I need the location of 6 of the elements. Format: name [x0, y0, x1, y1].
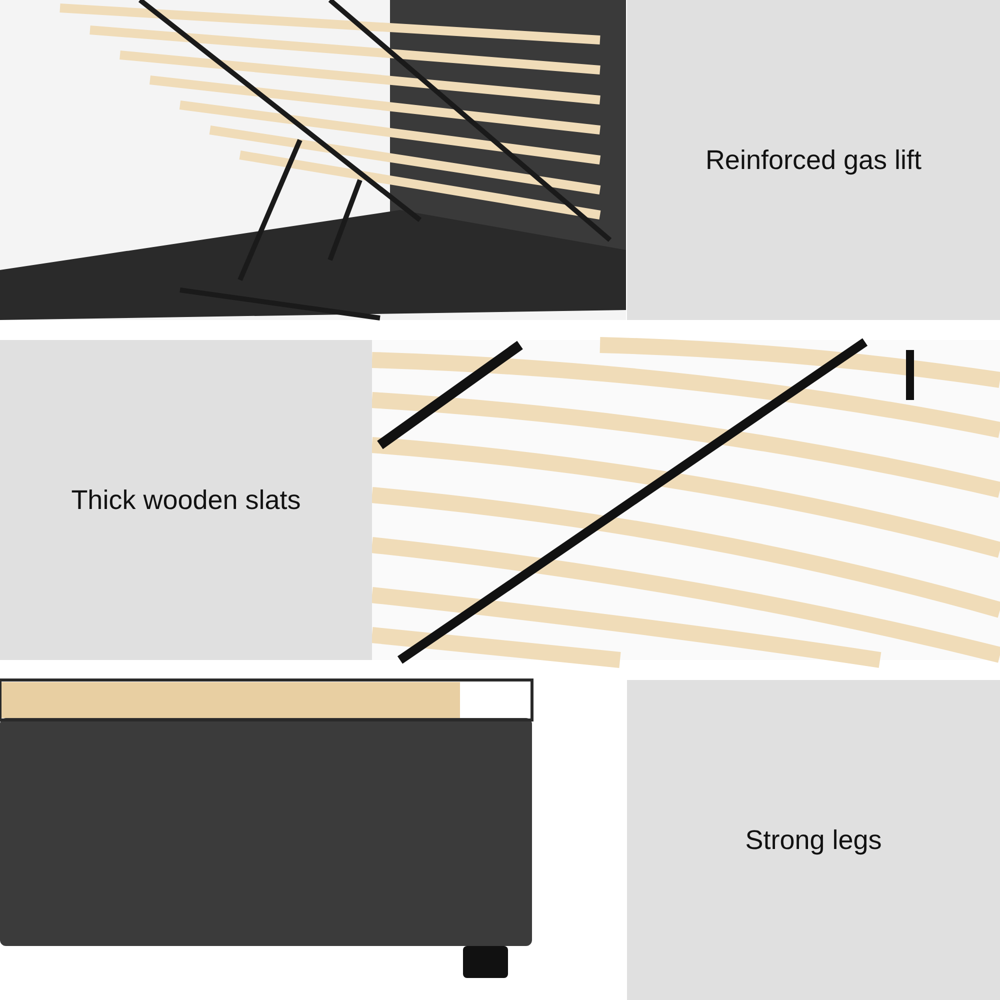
caption-panel — [0, 340, 372, 660]
feature-caption: Reinforced gas lift — [705, 144, 922, 176]
caption-panel — [627, 680, 1000, 1000]
caption-panel — [627, 0, 1000, 320]
feature-caption: Thick wooden slats — [71, 484, 301, 516]
feature-caption: Strong legs — [745, 824, 882, 856]
